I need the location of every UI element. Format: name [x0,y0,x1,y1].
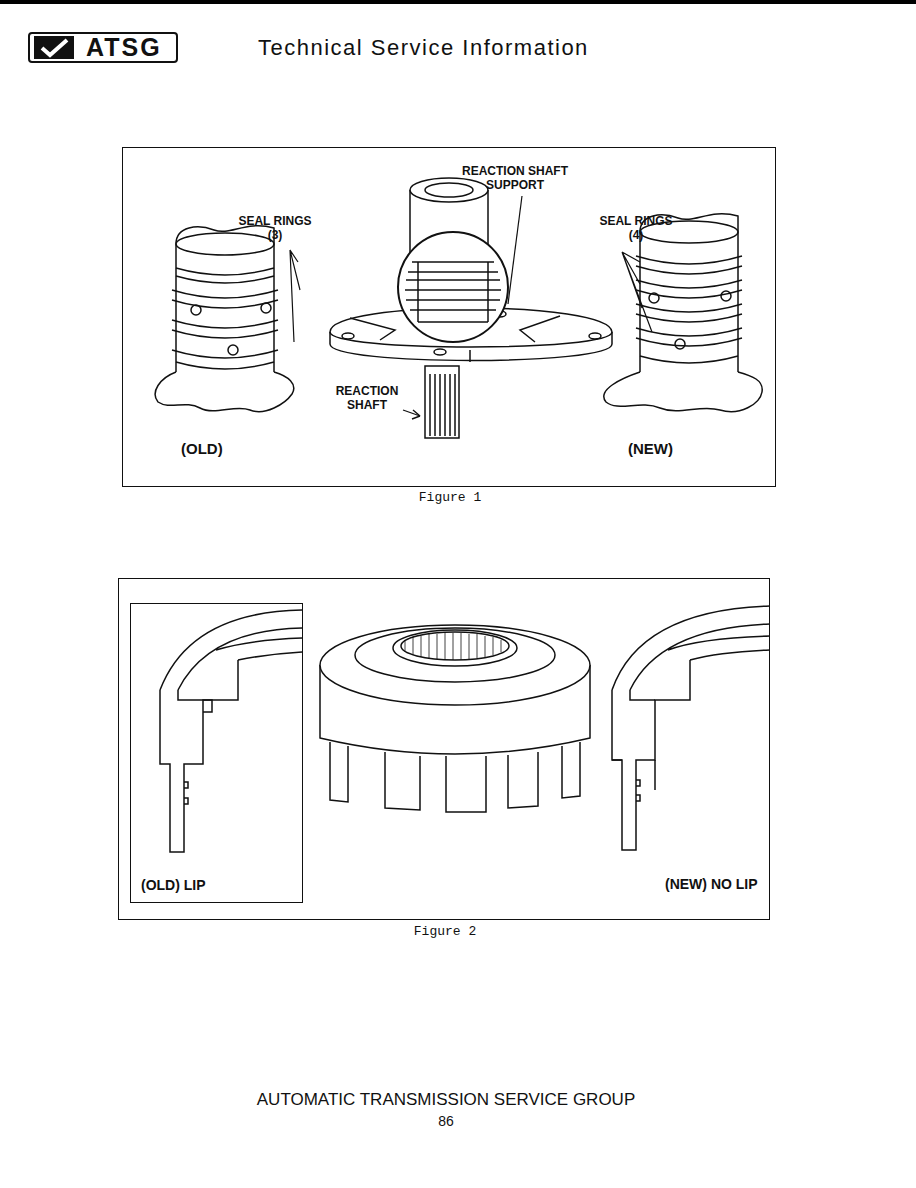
version-label: (NEW) [628,440,673,457]
version-label: (OLD) LIP [141,877,206,893]
figure-caption: Figure 2 [119,925,771,940]
logo-square [34,36,74,59]
page-number: 86 [438,1113,454,1129]
logo-text: ATSG [86,33,162,62]
figure-frame: (OLD) LIP(NEW) NO LIPFigure 2 [118,578,770,920]
inset-frame: (OLD) LIP [130,603,303,903]
logo-box: ATSG [28,32,178,63]
version-label: (OLD) [181,440,223,457]
figure-1-art [155,178,762,438]
page-title: Technical Service Information [258,35,589,61]
part-label: REACTION SHAFT SUPPORT [453,165,577,193]
figure-frame: REACTION SHAFT SUPPORT SEAL RINGS (3) SEAL… [122,147,776,487]
part-label: SEAL RINGS (4) [598,215,674,243]
logo-check-icon [34,36,74,59]
figure-2-art [160,606,770,852]
header-rule [0,0,916,4]
version-label: (NEW) NO LIP [665,876,758,892]
footer-text: AUTOMATIC TRANSMISSION SERVICE GROUP [257,1090,635,1110]
part-label: SEAL RINGS (3) [237,215,313,243]
figure-caption: Figure 1 [123,491,777,506]
part-label: REACTION SHAFT [321,385,413,413]
logo-check [42,40,67,55]
leader-lines [290,196,652,419]
